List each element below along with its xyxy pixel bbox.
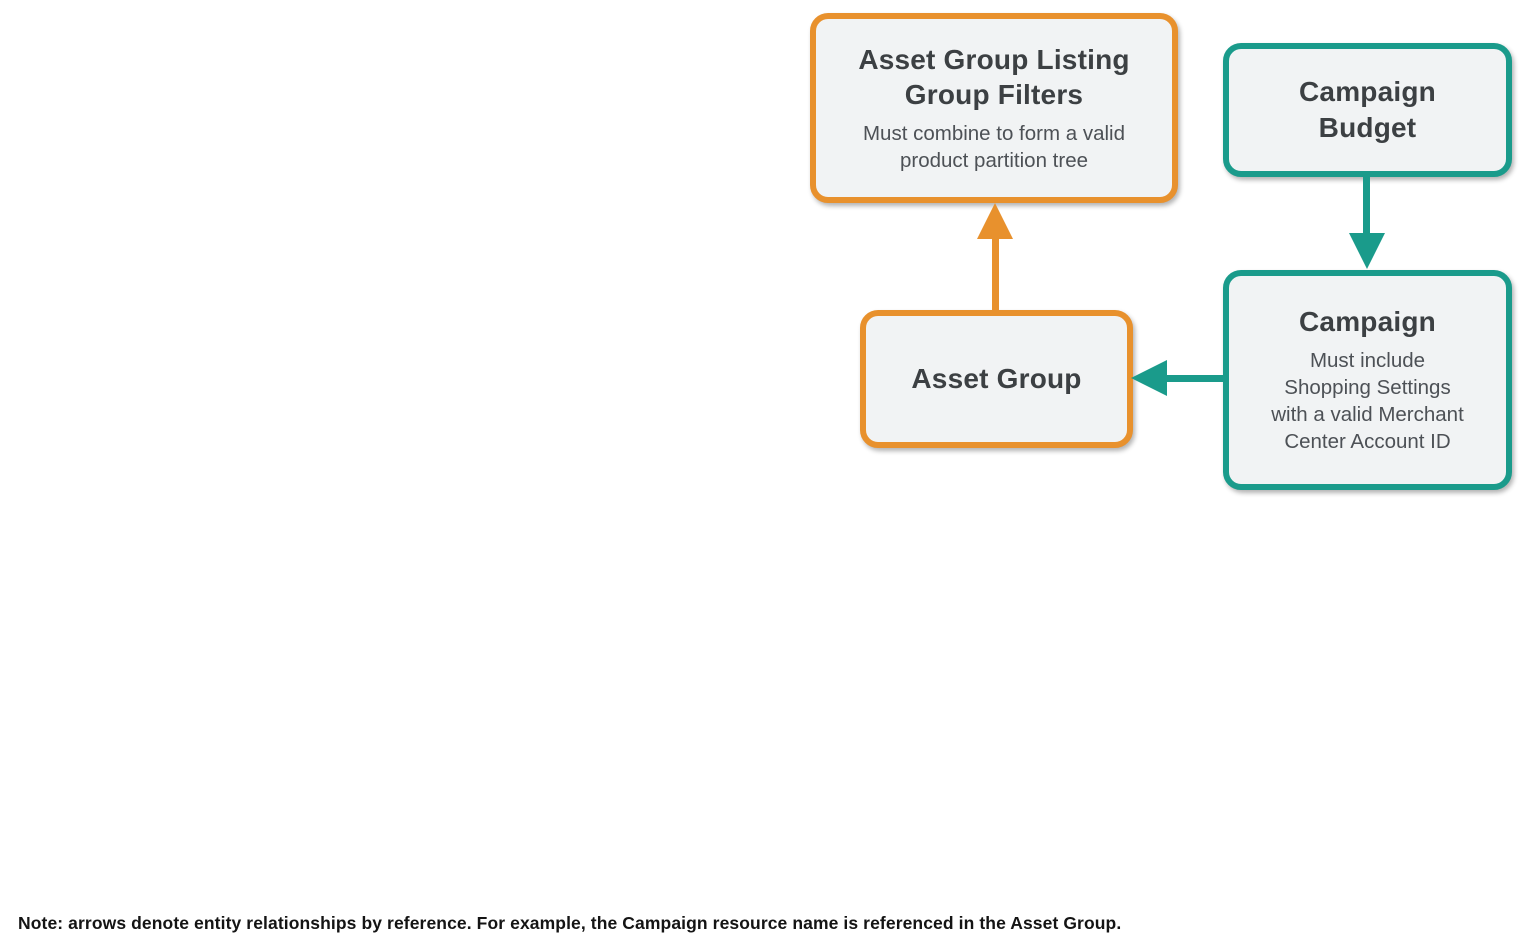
node-title: Asset Group bbox=[911, 363, 1082, 395]
subtitle-line: with a valid Merchant bbox=[1271, 403, 1464, 427]
arrow-asset-group-to-listing-filters-shaft bbox=[992, 234, 999, 312]
subtitle-line: Center Account ID bbox=[1284, 430, 1451, 454]
arrow-up-icon bbox=[977, 203, 1013, 239]
node-campaign-budget: Campaign Budget bbox=[1223, 43, 1512, 177]
subtitle-line: Shopping Settings bbox=[1284, 376, 1451, 400]
title-line: Campaign bbox=[1299, 76, 1436, 108]
arrow-left-icon bbox=[1131, 360, 1167, 396]
arrow-campaign-to-asset-group-shaft bbox=[1164, 375, 1228, 382]
subtitle-line: product partition tree bbox=[899, 149, 1088, 173]
node-asset-group: Asset Group bbox=[860, 310, 1133, 448]
subtitle-line: Must combine to form a valid bbox=[862, 122, 1126, 146]
footnote: Note: arrows denote entity relationships… bbox=[18, 913, 1122, 933]
node-asset-group-listing-group-filters: Asset Group Listing Group Filters Must c… bbox=[810, 13, 1178, 203]
node-title: Campaign bbox=[1299, 306, 1436, 338]
title-line: Group Filters bbox=[904, 79, 1084, 111]
node-title: Campaign Budget bbox=[1299, 74, 1436, 146]
node-subtitle: Must combine to form a valid product par… bbox=[863, 120, 1125, 174]
title-line: Asset Group Listing bbox=[858, 43, 1130, 75]
node-subtitle: Must include Shopping Settings with a va… bbox=[1271, 347, 1464, 455]
arrow-down-icon bbox=[1349, 233, 1385, 269]
node-title: Asset Group Listing Group Filters bbox=[858, 42, 1129, 114]
subtitle-line: Must include bbox=[1309, 349, 1426, 373]
title-line: Budget bbox=[1318, 112, 1417, 143]
arrow-campaign-budget-to-campaign-shaft bbox=[1363, 174, 1370, 236]
node-campaign: Campaign Must include Shopping Settings … bbox=[1223, 270, 1512, 490]
